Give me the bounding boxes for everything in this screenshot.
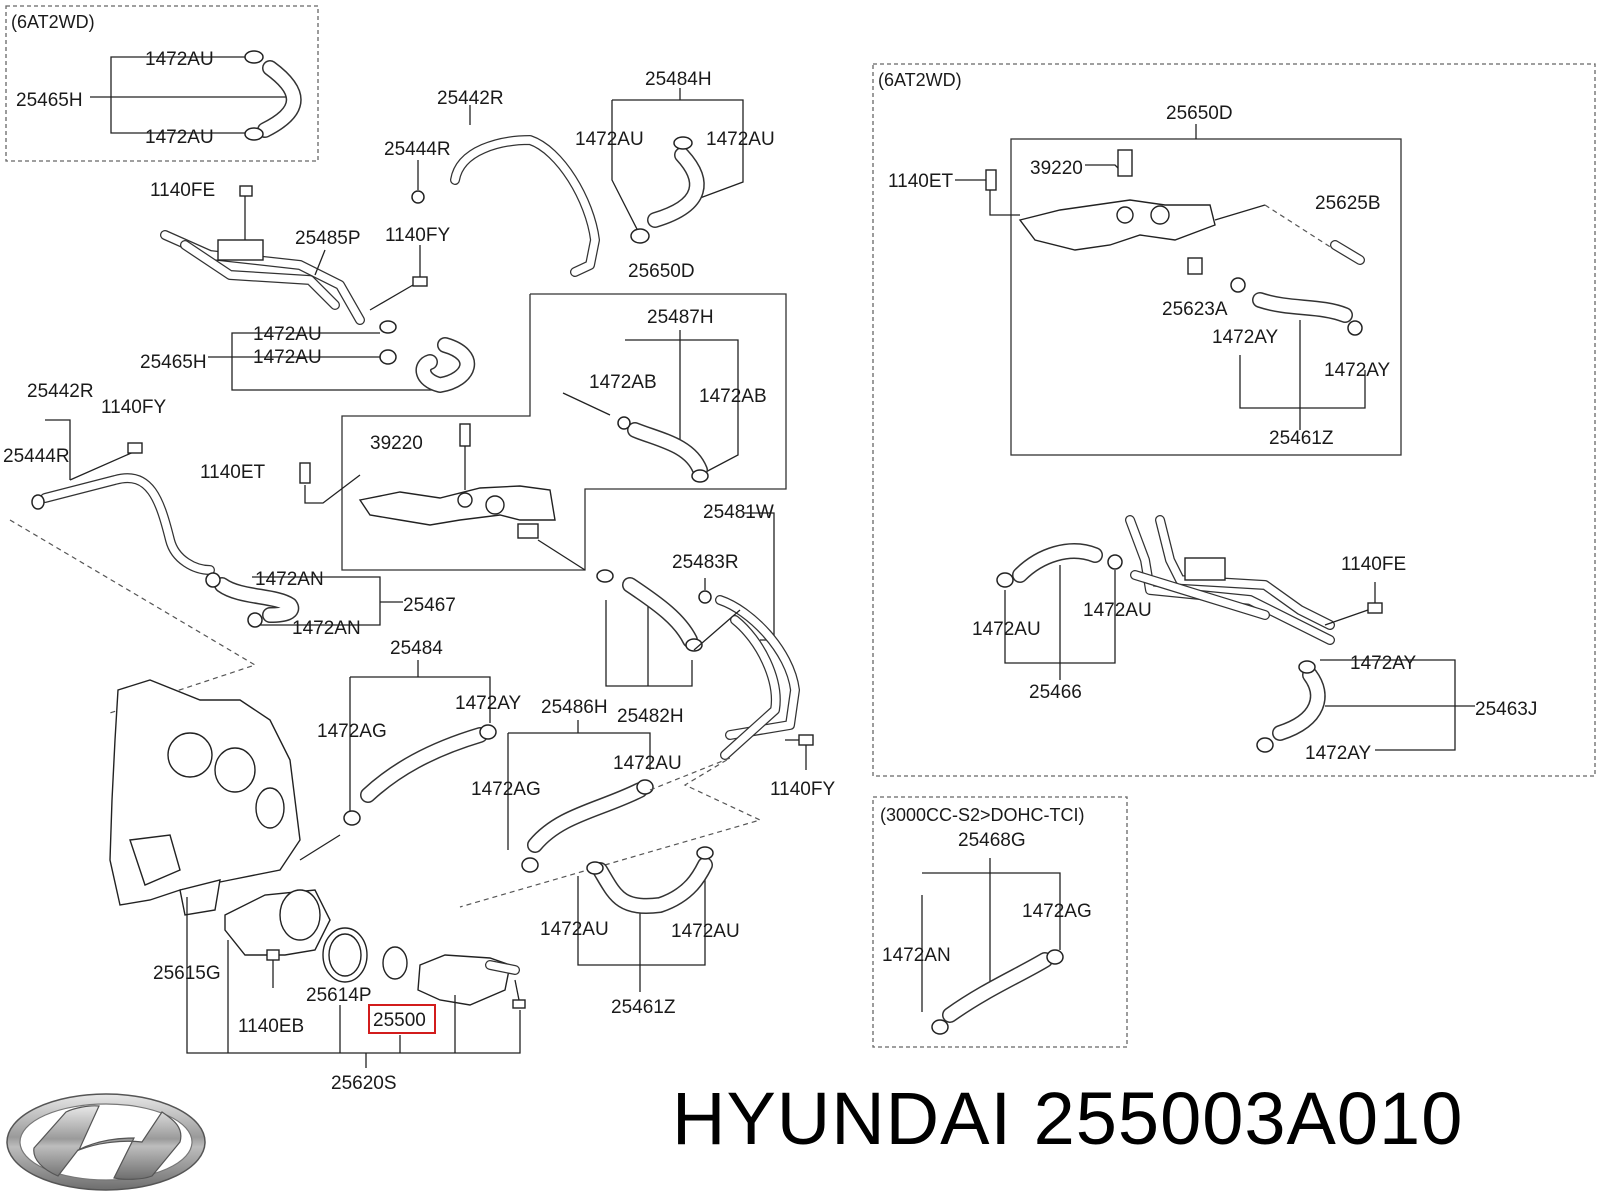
group-25468G xyxy=(921,858,1064,1035)
label-tl-25465H: 25465H xyxy=(16,90,83,111)
label-r-1472AY-d: 1472AY xyxy=(1305,743,1372,764)
label-25484H: 25484H xyxy=(645,69,712,90)
label-1472AB-b: 1472AB xyxy=(699,386,767,407)
group-25485P xyxy=(160,185,428,325)
label-1472AB-a: 1472AB xyxy=(589,372,657,393)
group-thermostat-parts xyxy=(186,889,526,1068)
label-1472AG-a: 1472AG xyxy=(317,721,387,742)
group-25465H xyxy=(208,320,475,393)
group-25481W xyxy=(596,512,814,770)
label-1472AU-e: 1472AU xyxy=(253,324,322,345)
label-25615G: 25615G xyxy=(153,963,221,984)
label-r-1472AY-b: 1472AY xyxy=(1324,360,1391,381)
option-box-top-left xyxy=(5,5,319,162)
label-s-25468G: 25468G xyxy=(958,830,1026,851)
label-25444R-top: 25444R xyxy=(384,139,451,160)
highlight-box-25500 xyxy=(368,1004,436,1034)
label-r-25466: 25466 xyxy=(1029,682,1082,703)
label-r-39220: 39220 xyxy=(1030,158,1083,179)
label-1472AU-c: 1472AU xyxy=(575,129,644,150)
label-r-25625B: 25625B xyxy=(1315,193,1381,214)
label-1140FE: 1140FE xyxy=(150,180,215,201)
engine-block xyxy=(109,679,341,916)
group-right-lower xyxy=(996,515,1475,753)
label-s-1472AN: 1472AN xyxy=(882,945,951,966)
group-25486H xyxy=(459,720,762,908)
label-25465H: 25465H xyxy=(140,352,207,373)
label-25485P: 25485P xyxy=(295,228,361,249)
label-r-25461Z: 25461Z xyxy=(1269,428,1334,449)
group-25461Z-lower xyxy=(577,846,714,992)
label-1472AN-a: 1472AN xyxy=(255,569,324,590)
part-number: 255003A010 xyxy=(1033,1077,1464,1160)
label-25442R-left: 25442R xyxy=(27,381,94,402)
label-25614P: 25614P xyxy=(306,985,372,1006)
label-r-1472AY-a: 1472AY xyxy=(1212,327,1279,348)
label-top-left-note: (6AT2WD) xyxy=(11,12,95,32)
label-r-25650D: 25650D xyxy=(1166,103,1233,124)
label-r-25463J: 25463J xyxy=(1475,699,1537,720)
label-25500: 25500 xyxy=(373,1010,426,1031)
label-25461Z: 25461Z xyxy=(611,997,676,1018)
group-25484 xyxy=(343,660,497,826)
label-1472AU-f: 1472AU xyxy=(253,347,322,368)
label-39220: 39220 xyxy=(370,433,423,454)
label-1140FY-b: 1140FY xyxy=(101,397,166,418)
label-s-1472AG: 1472AG xyxy=(1022,901,1092,922)
label-25481W: 25481W xyxy=(703,502,774,523)
label-1472AY: 1472AY xyxy=(455,693,522,714)
label-r-1140ET: 1140ET xyxy=(888,171,954,192)
label-25487H: 25487H xyxy=(647,307,714,328)
label-1140ET: 1140ET xyxy=(200,462,266,483)
assembly-box-r25650D xyxy=(1010,138,1402,456)
brand-name: HYUNDAI xyxy=(672,1077,1013,1160)
label-1472AU-h: 1472AU xyxy=(540,919,609,940)
label-r-note: (6AT2WD) xyxy=(878,70,962,90)
hyundai-logo-icon xyxy=(6,1093,206,1191)
label-25483R: 25483R xyxy=(672,552,739,573)
label-25467: 25467 xyxy=(403,595,456,616)
label-1140FY-a: 1140FY xyxy=(385,225,450,246)
group-right-box xyxy=(955,124,1366,430)
label-1472AU-d: 1472AU xyxy=(706,129,775,150)
label-1472AN-b: 1472AN xyxy=(292,618,361,639)
label-1472AU-g: 1472AU xyxy=(613,753,682,774)
label-25484: 25484 xyxy=(390,638,443,659)
assembly-box-25650D xyxy=(341,293,787,571)
option-box-right xyxy=(872,63,1596,777)
label-25620S: 25620S xyxy=(331,1073,397,1094)
label-25482H: 25482H xyxy=(617,706,684,727)
label-1472AU-i: 1472AU xyxy=(671,921,740,942)
label-25444R-left: 25444R xyxy=(3,446,70,467)
label-25486H: 25486H xyxy=(541,697,608,718)
label-r-1472AU-a: 1472AU xyxy=(972,619,1041,640)
label-s-note: (3000CC-S2>DOHC-TCI) xyxy=(880,805,1085,825)
group-25487H xyxy=(562,330,739,483)
label-25442R-top: 25442R xyxy=(437,88,504,109)
brand-part-number: HYUNDAI 255003A010 xyxy=(672,1082,1463,1156)
label-r-1140FE: 1140FE xyxy=(1341,554,1406,575)
option-box-bottom-right xyxy=(872,796,1128,1048)
group-25467 xyxy=(205,572,403,628)
group-top-center xyxy=(411,88,744,277)
label-tl-1472AU-a: 1472AU xyxy=(145,49,214,70)
label-25650D: 25650D xyxy=(628,261,695,282)
label-r-25623A: 25623A xyxy=(1162,299,1228,320)
group-thermostat-housing xyxy=(299,423,586,571)
label-tl-1472AU-b: 1472AU xyxy=(145,127,214,148)
group-top-left xyxy=(90,50,302,141)
label-r-1472AY-c: 1472AY xyxy=(1350,653,1417,674)
label-1472AG-b: 1472AG xyxy=(471,779,541,800)
group-25442R-left xyxy=(9,419,257,714)
label-r-1472AU-b: 1472AU xyxy=(1083,600,1152,621)
label-1140EB: 1140EB xyxy=(238,1016,304,1037)
label-1140FY-c: 1140FY xyxy=(770,779,835,800)
